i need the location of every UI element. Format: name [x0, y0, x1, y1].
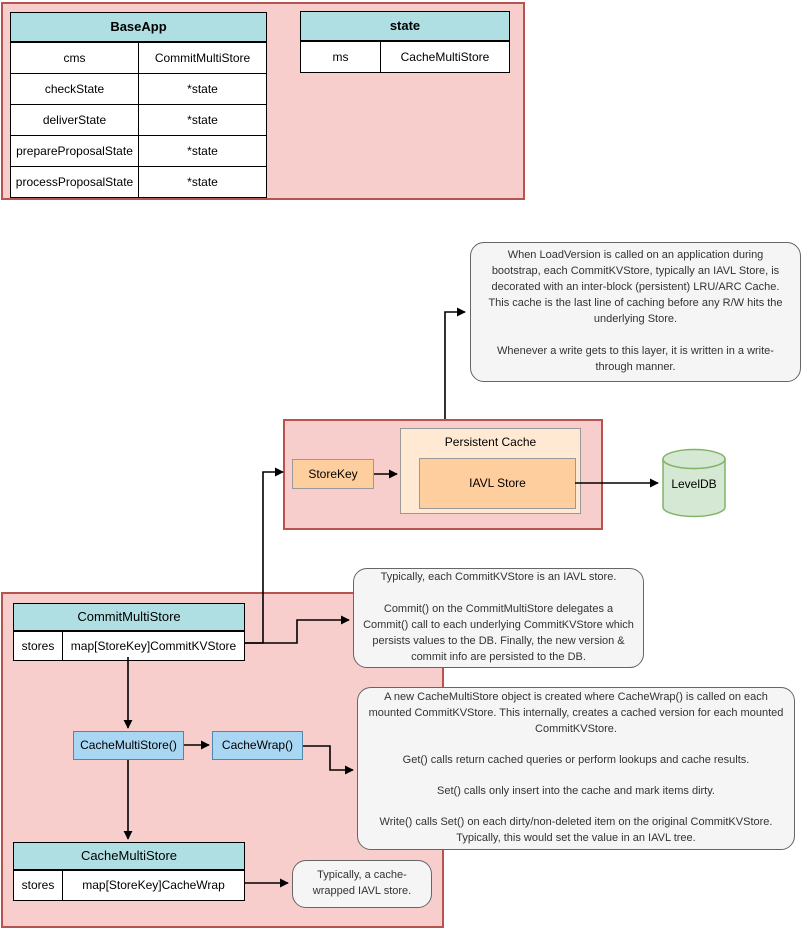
- commitmultistore-table: CommitMultiStore stores map[StoreKey]Com…: [13, 603, 245, 661]
- field-type: *state: [187, 144, 218, 158]
- state-table: state ms CacheMultiStore: [300, 11, 510, 73]
- baseapp-table-title: BaseApp: [11, 13, 266, 42]
- field-type: CacheMultiStore: [400, 50, 490, 64]
- table-row: stores map[StoreKey]CommitKVStore: [14, 631, 244, 660]
- field-name: checkState: [11, 74, 139, 104]
- note-load-version: When LoadVersion is called on an applica…: [470, 242, 801, 382]
- field-type: CommitMultiStore: [154, 51, 251, 65]
- note-text: Typically, each CommitKVStore is an IAVL…: [363, 571, 634, 663]
- field-name: processProposalState: [11, 167, 139, 197]
- leveldb-cylinder: [662, 448, 726, 518]
- field-name: stores: [14, 871, 63, 900]
- persistent-cache-label: Persistent Cache: [444, 435, 537, 449]
- cachemultistore-fn-label: CacheMultiStore(): [80, 738, 177, 752]
- field-type: *state: [187, 113, 218, 127]
- iavl-store-label: IAVL Store: [469, 476, 526, 490]
- storekey-box: StoreKey: [292, 459, 374, 489]
- state-table-title: state: [301, 12, 509, 41]
- table-row: deliverState *state: [11, 104, 266, 135]
- table-row: stores map[StoreKey]CacheWrap: [14, 870, 244, 900]
- baseapp-table: BaseApp cms CommitMultiStore checkState …: [10, 12, 267, 198]
- note-commit-delegation: Typically, each CommitKVStore is an IAVL…: [353, 568, 644, 668]
- field-type: *state: [187, 82, 218, 96]
- edge-persistent-group-to-loadversion-note: [444, 307, 466, 419]
- table-row: prepareProposalState *state: [11, 135, 266, 166]
- field-name: deliverState: [11, 105, 139, 135]
- field-name: ms: [301, 42, 381, 72]
- note-text: A new CacheMultiStore object is created …: [368, 691, 784, 844]
- table-row: cms CommitMultiStore: [11, 42, 266, 73]
- field-name: stores: [14, 632, 63, 660]
- cachemultistore-table: CacheMultiStore stores map[StoreKey]Cach…: [13, 842, 245, 901]
- note-text: Typically, a cache-wrapped IAVL store.: [312, 869, 412, 897]
- iavl-store-box: IAVL Store: [419, 458, 576, 509]
- field-type: map[StoreKey]CommitKVStore: [70, 639, 237, 653]
- table-row: ms CacheMultiStore: [301, 41, 509, 72]
- table-row: checkState *state: [11, 73, 266, 104]
- field-name: cms: [11, 43, 139, 73]
- cachewrap-fn-box: CacheWrap(): [212, 731, 303, 760]
- note-text: When LoadVersion is called on an applica…: [488, 249, 783, 373]
- note-cache-wrap: A new CacheMultiStore object is created …: [357, 687, 795, 850]
- storekey-label: StoreKey: [308, 467, 358, 481]
- persistent-cache-box: Persistent Cache IAVL Store: [400, 428, 581, 514]
- commitmultistore-table-title: CommitMultiStore: [14, 604, 244, 631]
- cachemultistore-fn-box: CacheMultiStore(): [73, 731, 184, 760]
- leveldb-label: LevelDB: [671, 477, 717, 491]
- cachemultistore-table-title: CacheMultiStore: [14, 843, 244, 870]
- field-name: prepareProposalState: [11, 136, 139, 166]
- field-type: map[StoreKey]CacheWrap: [82, 878, 225, 892]
- cachewrap-fn-label: CacheWrap(): [221, 738, 294, 752]
- field-type: *state: [187, 175, 218, 189]
- table-row: processProposalState *state: [11, 166, 266, 197]
- note-cache-wrapped-iavl: Typically, a cache-wrapped IAVL store.: [292, 860, 432, 908]
